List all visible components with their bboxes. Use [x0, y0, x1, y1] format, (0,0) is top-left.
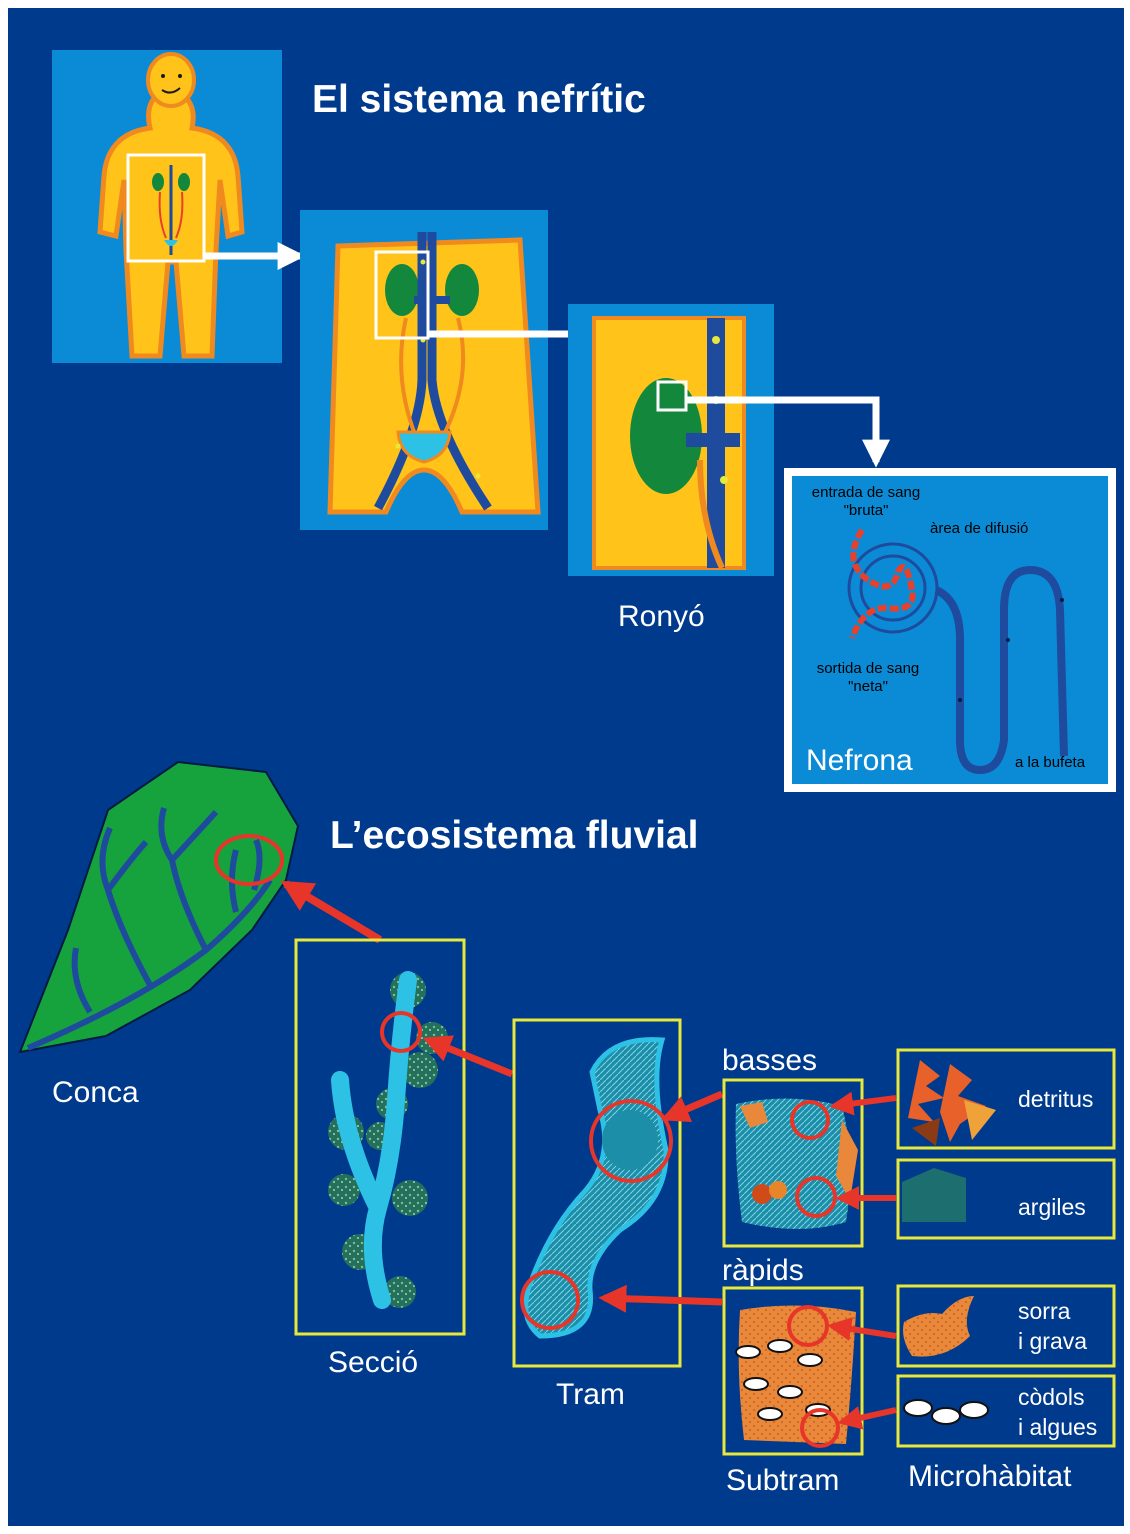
reach-label: Tram	[556, 1378, 625, 1412]
microhabitat-sand-label: sorra i grava	[1018, 1296, 1087, 1356]
kidney-panel	[568, 304, 774, 576]
arrow-rapids-to-reach	[604, 1298, 722, 1302]
microhabitat-label: Microhàbitat	[908, 1460, 1071, 1494]
microhabitat-detritus-label: detritus	[1018, 1084, 1093, 1114]
microhabitat-clay-label: argiles	[1018, 1192, 1086, 1222]
human-head	[148, 54, 194, 106]
rapids-label: ràpids	[722, 1254, 804, 1288]
subreach-label: Subtram	[726, 1464, 839, 1498]
nephron-bladder-label: a la bufeta	[1015, 754, 1085, 772]
nephron-diffusion-label: àrea de difusió	[930, 520, 1028, 538]
microhabitat-cobble-label: còdols i algues	[1018, 1382, 1097, 1442]
kidney-left	[385, 264, 419, 316]
nephron-inlet-label: entrada de sang "bruta"	[812, 484, 920, 520]
nephron-outlet-label: sortida de sang "neta"	[817, 660, 920, 696]
river-ecosystem-title: L’ecosistema fluvial	[330, 814, 699, 858]
kidney-right	[445, 264, 479, 316]
subreach-rapids-panel	[724, 1288, 862, 1454]
human-body-panel	[52, 50, 282, 363]
kidney-label: Ronyó	[618, 600, 705, 634]
section-label: Secció	[328, 1346, 418, 1380]
basin-label: Conca	[52, 1076, 139, 1110]
kidney-system-title: El sistema nefrític	[312, 78, 646, 122]
nephron-label: Nefrona	[806, 744, 913, 778]
torso-panel	[300, 210, 548, 530]
pools-label: basses	[722, 1044, 817, 1078]
